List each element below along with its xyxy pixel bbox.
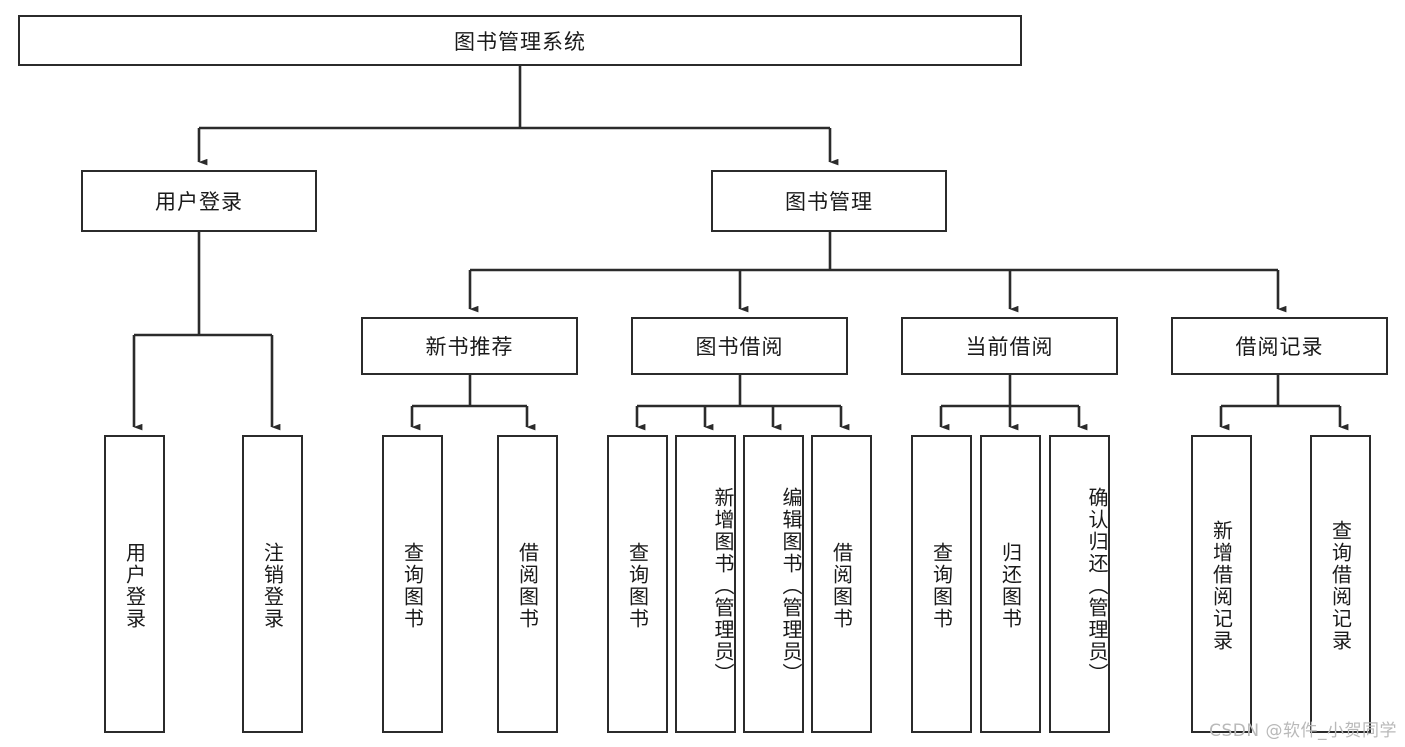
node-label: 归还图书 — [998, 542, 1023, 630]
node-label: 借阅图书 — [829, 542, 854, 630]
leaf-query-book-borrow[interactable]: 查询图书 — [607, 435, 668, 733]
node-book-manage[interactable]: 图书管理 — [711, 170, 947, 232]
node-label: 借阅记录 — [1235, 335, 1324, 359]
node-root-system[interactable]: 图书管理系统 — [18, 15, 1022, 66]
node-label: 查询图书 — [400, 542, 425, 630]
leaf-user-logout[interactable]: 注销登录 — [242, 435, 303, 733]
node-new-book-recommend[interactable]: 新书推荐 — [361, 317, 578, 375]
node-label: 用户登录 — [155, 190, 243, 214]
node-label: 查询借阅记录 — [1328, 520, 1353, 652]
leaf-add-book[interactable]: 新增图书（管理员） — [675, 435, 736, 733]
leaf-user-login[interactable]: 用户登录 — [104, 435, 165, 733]
leaf-add-borrow-record[interactable]: 新增借阅记录 — [1191, 435, 1252, 733]
node-label: 新增图书（管理员） — [711, 487, 735, 685]
node-label: 注销登录 — [260, 542, 285, 630]
csdn-watermark: CSDN @软件_小贺同学 — [1209, 721, 1397, 741]
node-label: 图书管理 — [785, 190, 873, 214]
node-label: 查询图书 — [625, 542, 650, 630]
leaf-query-book-recommend[interactable]: 查询图书 — [382, 435, 443, 733]
leaf-query-book-current[interactable]: 查询图书 — [911, 435, 972, 733]
leaf-confirm-return[interactable]: 确认归还（管理员） — [1049, 435, 1110, 733]
node-label: 确认归还（管理员） — [1085, 487, 1109, 685]
node-label: 用户登录 — [122, 542, 147, 630]
node-current-borrow[interactable]: 当前借阅 — [901, 317, 1118, 375]
node-label: 当前借阅 — [965, 335, 1054, 359]
leaf-borrow-book[interactable]: 借阅图书 — [811, 435, 872, 733]
node-label: 新增借阅记录 — [1209, 520, 1234, 652]
leaf-return-book[interactable]: 归还图书 — [980, 435, 1041, 733]
leaf-borrow-book-recommend[interactable]: 借阅图书 — [497, 435, 558, 733]
node-user-login[interactable]: 用户登录 — [81, 170, 317, 232]
node-label: 图书借阅 — [695, 335, 784, 359]
node-book-borrow[interactable]: 图书借阅 — [631, 317, 848, 375]
leaf-edit-book[interactable]: 编辑图书（管理员） — [743, 435, 804, 733]
node-label: 图书管理系统 — [454, 29, 586, 54]
node-borrow-record[interactable]: 借阅记录 — [1171, 317, 1388, 375]
node-label: 借阅图书 — [515, 542, 540, 630]
leaf-query-borrow-record[interactable]: 查询借阅记录 — [1310, 435, 1371, 733]
node-label: 编辑图书（管理员） — [779, 487, 803, 685]
node-label: 新书推荐 — [425, 335, 514, 359]
node-label: 查询图书 — [929, 542, 954, 630]
